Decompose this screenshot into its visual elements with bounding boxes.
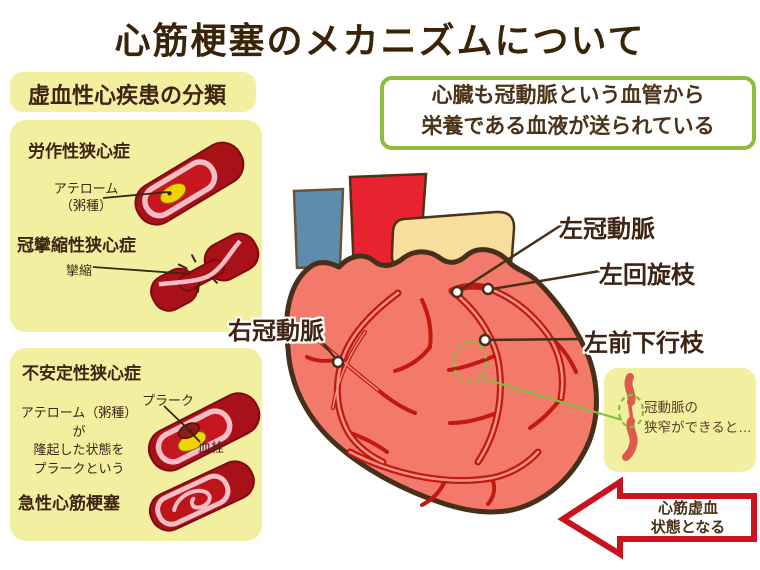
plaque-description: アテローム（粥種）が 隆起した状態を プラークという <box>20 405 138 476</box>
result-arrow-text: 心筋虚血 状態となる <box>650 500 726 536</box>
heading-acute-mi: 急性心筋梗塞 <box>18 494 120 513</box>
classification-header-label: 虚血性心疾患の分類 <box>28 83 227 108</box>
classification-header-box <box>10 72 256 112</box>
label-atheroma: アテローム （粥種） <box>53 181 119 213</box>
label-thrombus: 血栓 <box>198 440 225 455</box>
page-title: 心筋梗塞のメカニズムについて <box>114 20 646 61</box>
label-plaque: プラーク <box>142 393 195 408</box>
label-spasm: 攣縮 <box>66 263 93 278</box>
label-circumflex: 左回旋枝 <box>599 262 695 289</box>
label-lad: 左前下行枝 <box>584 330 704 357</box>
heading-unstable-angina: 不安定性狭心症 <box>22 364 141 383</box>
info-box <box>380 76 756 150</box>
heading-effort-angina: 労作性狭心症 <box>28 142 130 161</box>
info-box-text: 心臓も冠動脈という血管から 栄養である血液が送られている <box>421 84 715 138</box>
heading-spasm-angina: 冠攣縮性狭心症 <box>17 236 136 255</box>
label-left-coronary: 左冠動脈 <box>559 216 655 243</box>
label-right-coronary: 右冠動脈 <box>228 318 324 345</box>
stenosis-box-text: 冠動脈の 狭窄ができると… <box>644 400 752 435</box>
